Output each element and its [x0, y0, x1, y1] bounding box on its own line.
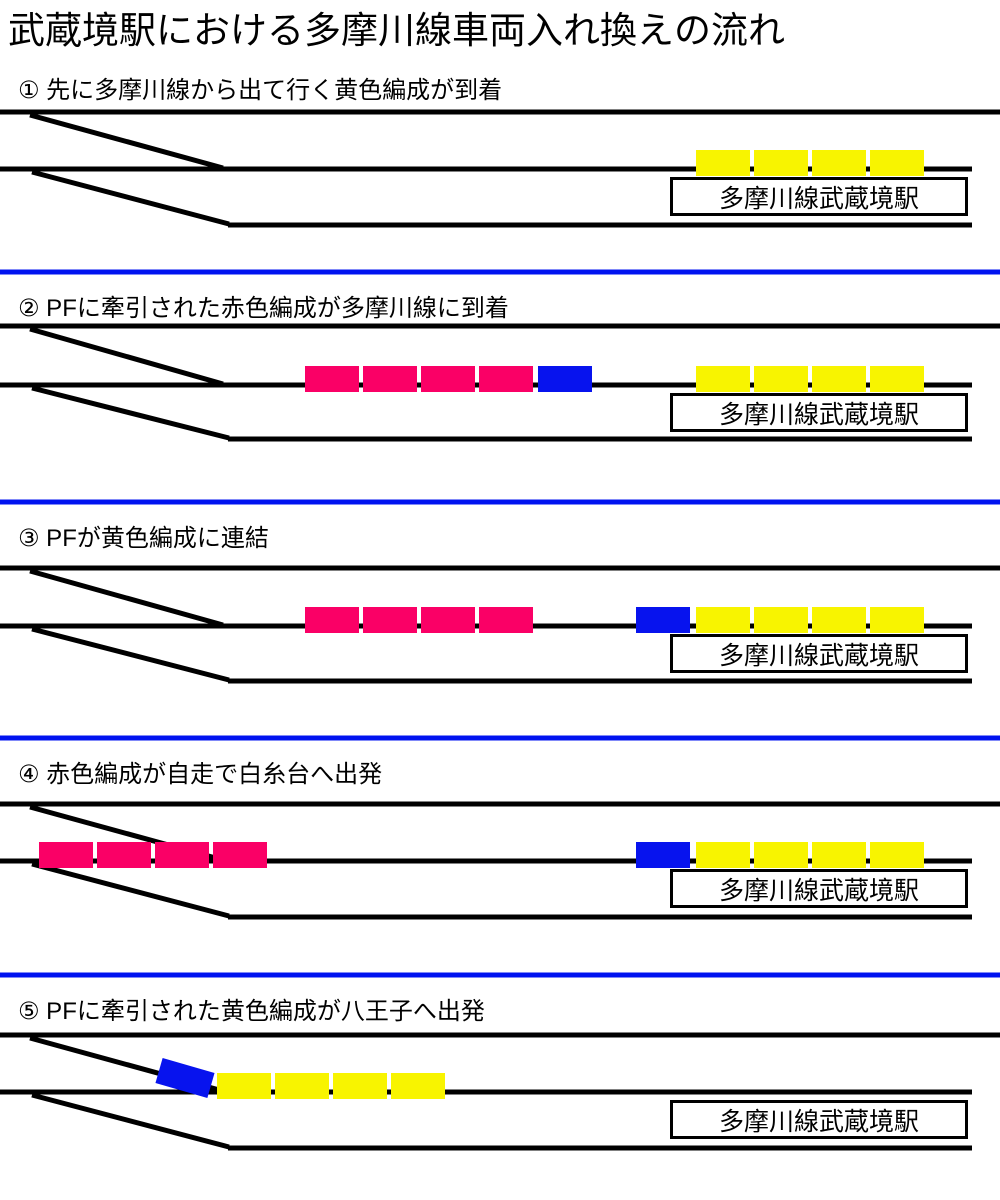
- step-4-heading: ④ 赤色編成が自走で白糸台へ出発: [18, 761, 383, 788]
- step-1-heading: ① 先に多摩川線から出て行く黄色編成が到着: [18, 77, 503, 104]
- track-switch-lower: [31, 169, 230, 227]
- red-train-car: [305, 607, 359, 633]
- track-switch-upper: [29, 568, 224, 628]
- station-label-box: 多摩川線武蔵境駅: [670, 393, 968, 432]
- yellow-train-car: [696, 607, 750, 633]
- yellow-train-car: [754, 150, 808, 176]
- pf-locomotive: [636, 842, 690, 868]
- yellow-train-car: [754, 842, 808, 868]
- red-train-car: [421, 607, 475, 633]
- pf-locomotive: [155, 1058, 215, 1098]
- yellow-train-car: [275, 1073, 329, 1099]
- yellow-train-car: [812, 842, 866, 868]
- yellow-train-car: [754, 607, 808, 633]
- track-switch-upper: [29, 326, 224, 387]
- red-train-car: [213, 842, 267, 868]
- track-switch-lower: [31, 1092, 230, 1150]
- yellow-train-car: [812, 366, 866, 392]
- red-train-car: [479, 366, 533, 392]
- station-label: 多摩川線武蔵境駅: [718, 400, 919, 429]
- step-5-heading: ⑤ PFに牽引された黄色編成が八王子へ出発: [18, 998, 485, 1025]
- red-train-car: [305, 366, 359, 392]
- yellow-train-car: [391, 1073, 445, 1099]
- yellow-train-car: [870, 607, 924, 633]
- yellow-train-car: [696, 842, 750, 868]
- station-label-box: 多摩川線武蔵境駅: [670, 869, 968, 908]
- yellow-train-car: [754, 366, 808, 392]
- step-3-heading: ③ PFが黄色編成に連結: [18, 525, 269, 552]
- station-label: 多摩川線武蔵境駅: [718, 1107, 919, 1136]
- red-train-car: [155, 842, 209, 868]
- pf-locomotive: [538, 366, 592, 392]
- track-switch-lower: [31, 626, 230, 683]
- yellow-train-car: [870, 842, 924, 868]
- station-label-box: 多摩川線武蔵境駅: [670, 1100, 968, 1139]
- station-label: 多摩川線武蔵境駅: [718, 184, 919, 213]
- station-label: 多摩川線武蔵境駅: [718, 641, 919, 670]
- red-train-car: [363, 366, 417, 392]
- station-label: 多摩川線武蔵境駅: [718, 876, 919, 905]
- track-switch-lower: [31, 385, 230, 441]
- yellow-train-car: [696, 366, 750, 392]
- yellow-train-car: [333, 1073, 387, 1099]
- pf-locomotive: [636, 607, 690, 633]
- yellow-train-car: [812, 607, 866, 633]
- yellow-train-car: [217, 1073, 271, 1099]
- station-label-box: 多摩川線武蔵境駅: [670, 634, 968, 673]
- yellow-train-car: [870, 366, 924, 392]
- yellow-train-car: [696, 150, 750, 176]
- red-train-car: [479, 607, 533, 633]
- yellow-train-car: [812, 150, 866, 176]
- red-train-car: [97, 842, 151, 868]
- red-train-car: [39, 842, 93, 868]
- station-label-box: 多摩川線武蔵境駅: [670, 177, 968, 216]
- track-switch-upper: [29, 112, 224, 171]
- step-2-heading: ② PFに牽引された赤色編成が多摩川線に到着: [18, 295, 509, 322]
- red-train-car: [363, 607, 417, 633]
- track-switch-lower: [31, 861, 230, 919]
- page-title: 武蔵境駅における多摩川線車両入れ換えの流れ: [8, 10, 785, 51]
- red-train-car: [421, 366, 475, 392]
- yellow-train-car: [870, 150, 924, 176]
